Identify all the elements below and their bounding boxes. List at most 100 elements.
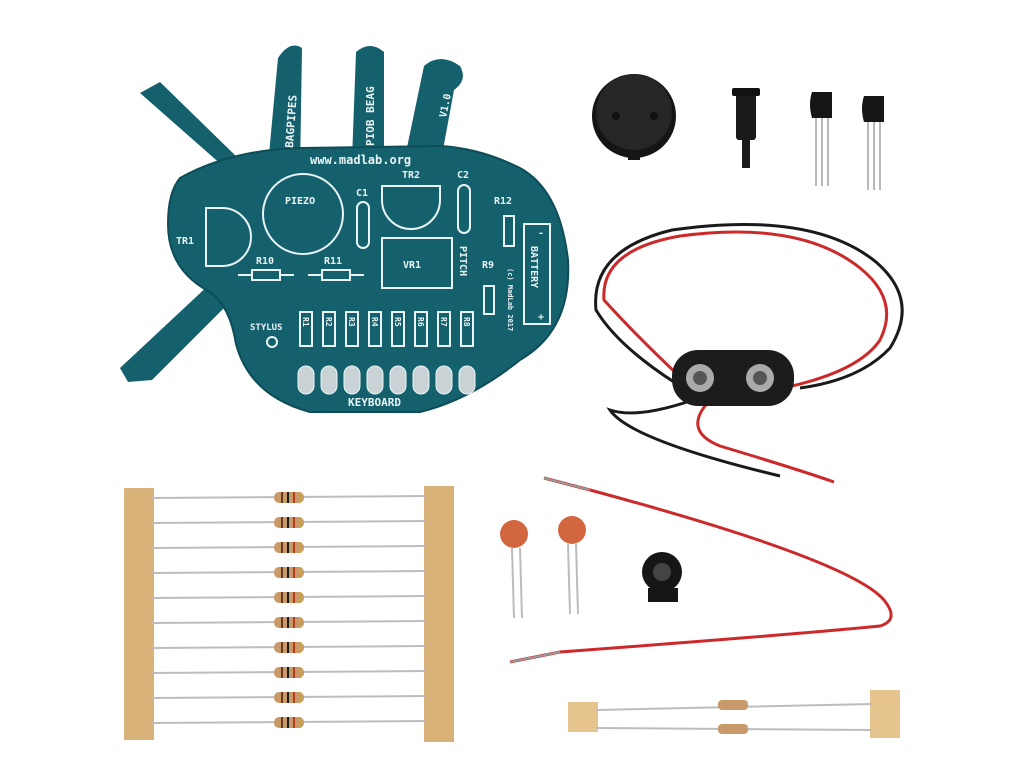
key-resistor-label: R4: [370, 317, 379, 327]
finger-label-1: BAGPIPES: [283, 94, 300, 148]
resistor-band: [293, 492, 295, 503]
loose-red-wire: [509, 476, 893, 664]
resistor-band: [281, 642, 283, 653]
label-c1: C1: [356, 188, 368, 199]
label-r9: R9: [482, 260, 494, 271]
resistor-strip-main: [124, 486, 454, 742]
resistor-band: [293, 567, 295, 578]
resistor-strip-small: [568, 690, 900, 738]
keyboard-pads: [297, 365, 476, 395]
resistor-band: [287, 492, 289, 503]
resistor-band: [299, 667, 301, 678]
resistor-band: [287, 517, 289, 528]
pcb-left-arm: [140, 82, 240, 174]
trimmer-potentiometer: [642, 552, 682, 602]
transistor-1: [810, 92, 832, 186]
label-r12: R12: [494, 196, 512, 207]
resistor-band: [299, 617, 301, 628]
resistor-band: [281, 542, 283, 553]
label-r10: R10: [256, 256, 274, 267]
resistor-band: [293, 542, 295, 553]
resistor-band: [293, 717, 295, 728]
label-c2: C2: [457, 170, 469, 181]
label-batt-plus: +: [538, 312, 544, 323]
key-resistor-label: R5: [393, 317, 402, 327]
resistor-band: [293, 517, 295, 528]
ceramic-capacitor-1: [500, 520, 528, 619]
resistor-band: [287, 667, 289, 678]
pcb-finger-2: [352, 46, 384, 160]
battery-clip: [594, 222, 904, 484]
c1-footprint: [356, 201, 370, 249]
r12-footprint: [503, 215, 515, 247]
keyboard-pad: [320, 365, 338, 395]
pcb-finger-3: [404, 59, 463, 166]
label-piezo: PIEZO: [285, 196, 315, 207]
keyboard-pad: [297, 365, 315, 395]
tr2-footprint: [381, 185, 441, 230]
resistor-band: [299, 542, 301, 553]
resistor-band: [293, 592, 295, 603]
label-stylus: STYLUS: [250, 323, 283, 333]
piezo-footprint: [262, 173, 344, 255]
label-pitch: PITCH: [457, 246, 468, 276]
battery-footprint: [523, 223, 551, 325]
finger-label-3: V1.0: [438, 93, 454, 119]
r9-footprint: [483, 285, 495, 315]
resistor-band: [281, 667, 283, 678]
label-r11: R11: [324, 256, 342, 267]
label-battery: BATTERY: [528, 246, 539, 288]
resistor-band: [287, 717, 289, 728]
finger-label-2: PIOB BEAG: [364, 86, 377, 146]
resistor-band: [281, 692, 283, 703]
ceramic-capacitor-2: [558, 516, 586, 615]
resistor-band: [299, 592, 301, 603]
resistor-band: [299, 517, 301, 528]
key-resistor-footprint: [368, 311, 382, 347]
key-resistor-label: R7: [439, 317, 448, 327]
keyboard-pad: [412, 365, 430, 395]
key-resistor-label: R1: [301, 317, 310, 327]
label-tr2: TR2: [402, 170, 420, 181]
resistor-band: [299, 642, 301, 653]
resistor-band: [287, 542, 289, 553]
tape-left: [124, 488, 154, 740]
transistor-2: [862, 96, 884, 190]
c2-footprint: [457, 184, 471, 234]
pcb-copyright: (c) MadLab 2017: [506, 268, 514, 331]
key-resistor-footprint: [345, 311, 359, 347]
resistor-band: [281, 592, 283, 603]
pcb-finger-1: [268, 45, 302, 172]
resistor-band: [287, 692, 289, 703]
resistor-band: [293, 617, 295, 628]
key-resistor-label: R3: [347, 317, 356, 327]
resistor-band: [287, 642, 289, 653]
tr1-footprint: [205, 207, 252, 267]
stylus-part: [732, 88, 760, 168]
keyboard-pad: [458, 365, 476, 395]
key-resistor-footprint: [391, 311, 405, 347]
pcb-flute-arm: [120, 282, 232, 382]
resistor-band: [281, 717, 283, 728]
vr1-footprint: [381, 237, 453, 289]
resistor-band: [281, 617, 283, 628]
key-resistor-footprint: [437, 311, 451, 347]
label-vr1: VR1: [403, 260, 421, 271]
pcb-url: www.madlab.org: [310, 153, 411, 167]
piezo-buzzer: [592, 74, 676, 160]
key-resistor-label: R8: [462, 317, 471, 327]
stylus-pad: [266, 336, 278, 348]
resistor-band: [293, 667, 295, 678]
resistor-band: [299, 567, 301, 578]
resistor-band: [299, 492, 301, 503]
resistor-band: [299, 692, 301, 703]
key-resistor-label: R2: [324, 317, 333, 327]
resistor-band: [287, 617, 289, 628]
tape-right: [424, 486, 454, 742]
resistor-band: [293, 692, 295, 703]
label-tr1: TR1: [176, 236, 194, 247]
resistor-band: [287, 592, 289, 603]
keyboard-pad: [343, 365, 361, 395]
resistor-band: [281, 567, 283, 578]
